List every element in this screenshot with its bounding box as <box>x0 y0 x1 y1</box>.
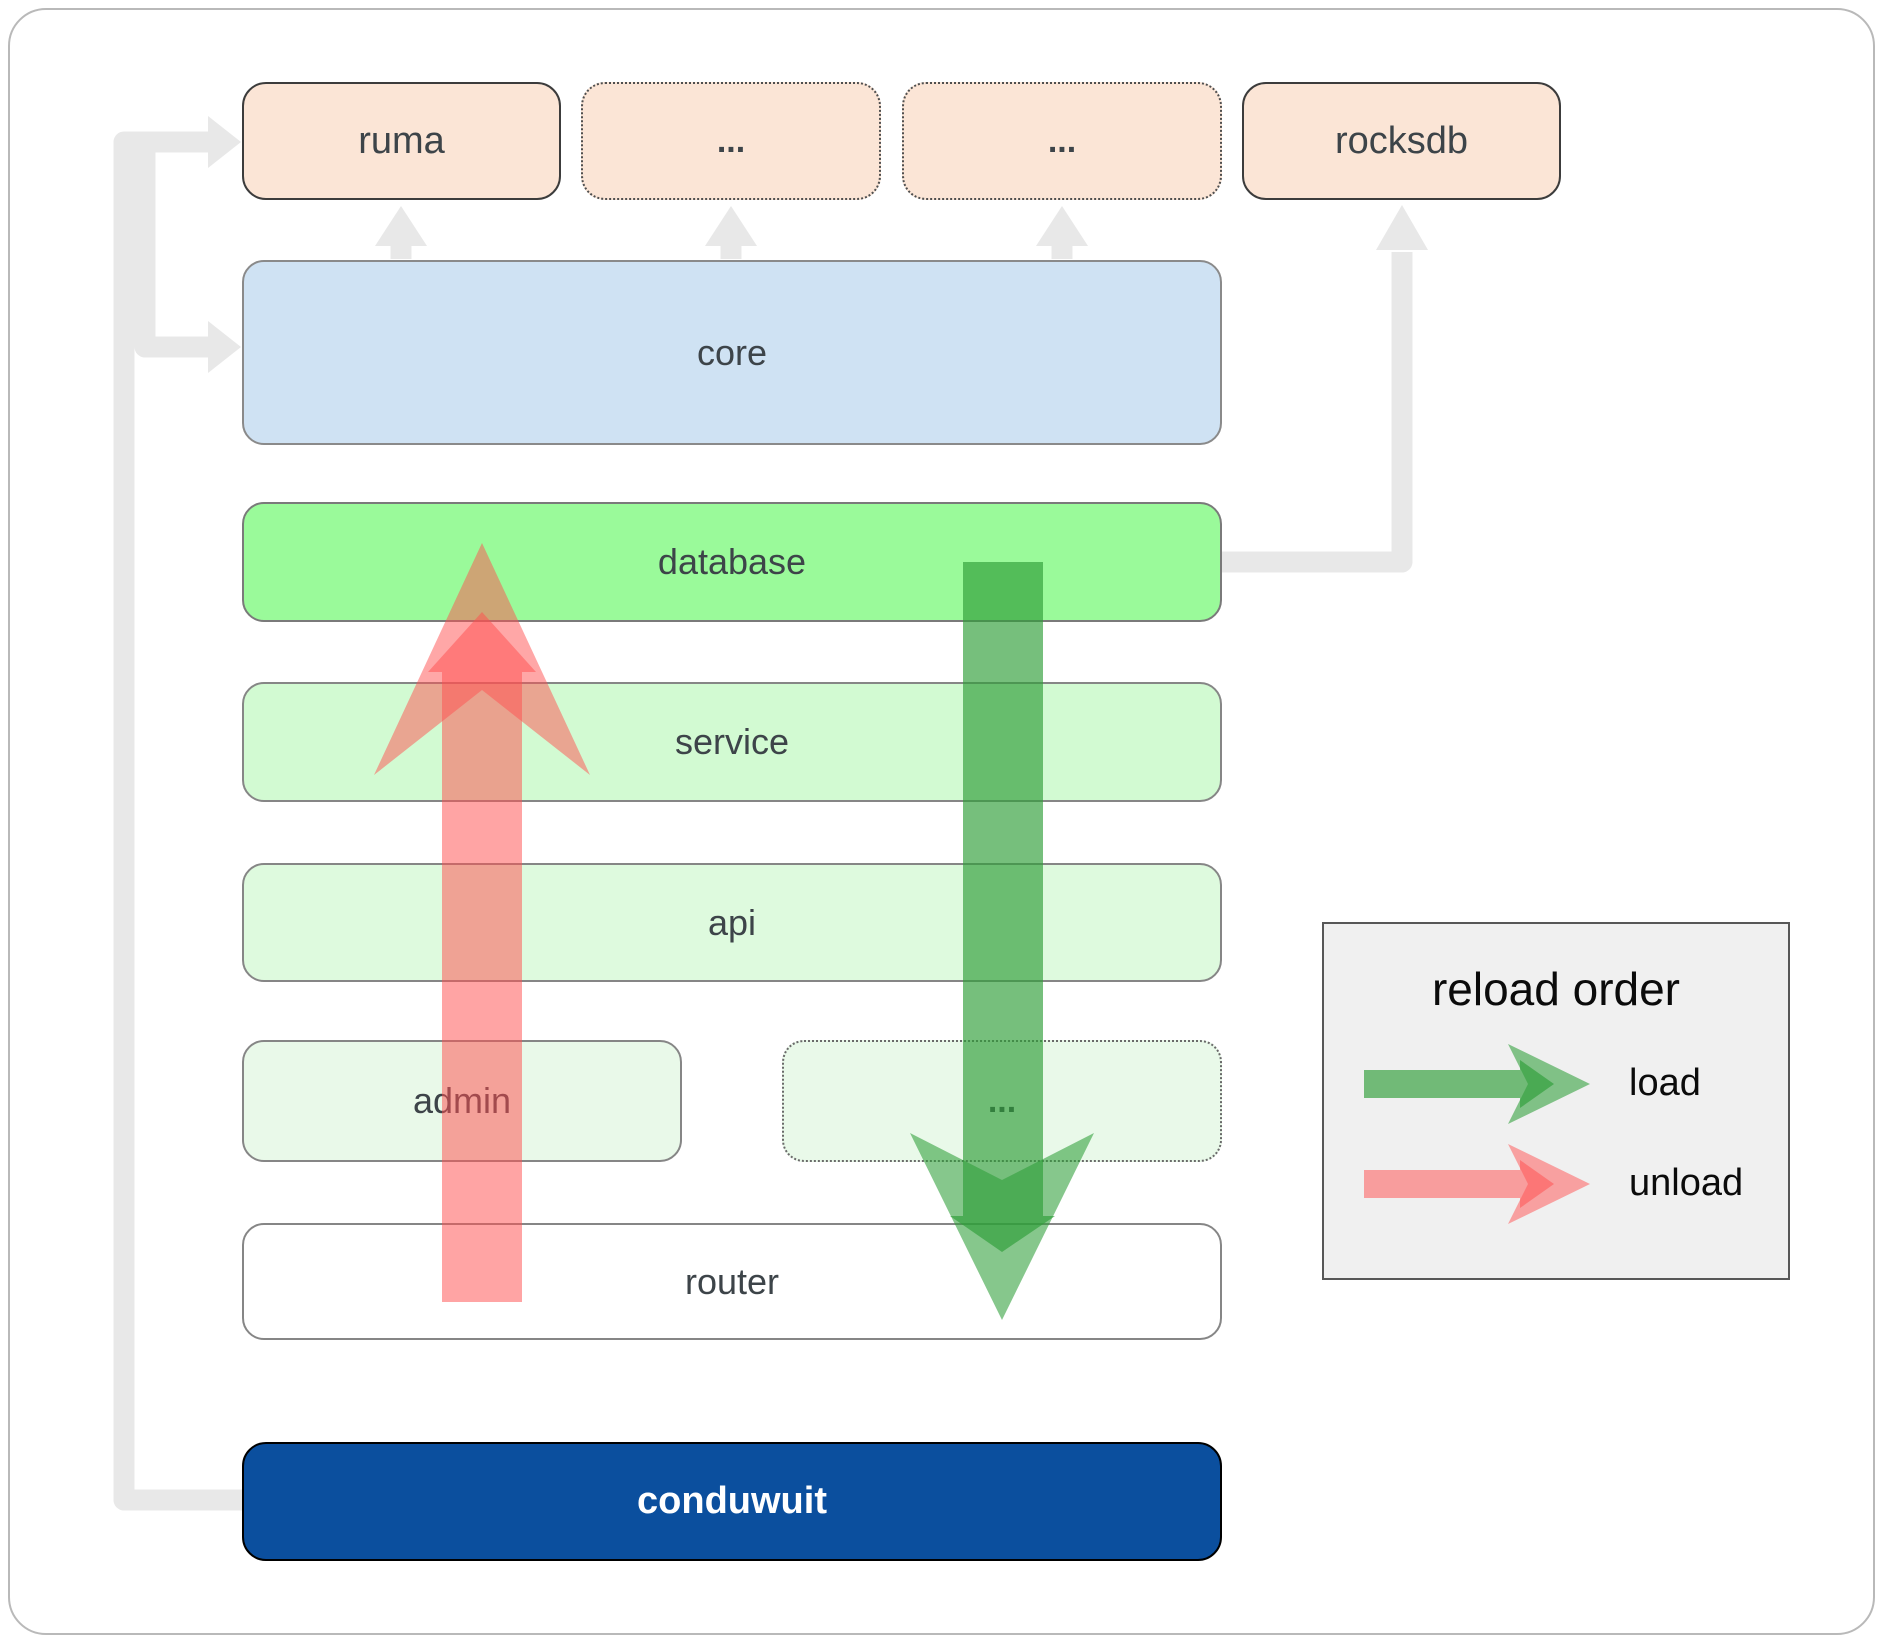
database-box: database <box>242 502 1222 622</box>
legend-load-label: load <box>1629 1062 1701 1104</box>
rocksdb-label: rocksdb <box>1334 119 1469 162</box>
admin-box: admin <box>242 1040 682 1162</box>
red-arrow-icon <box>1364 1160 1554 1208</box>
service-label: service <box>674 721 790 762</box>
legend-panel: reload order load unload <box>1322 922 1790 1280</box>
legend-title: reload order <box>1431 963 1681 1015</box>
api-box: api <box>242 863 1222 982</box>
router-box: router <box>242 1223 1222 1340</box>
database-label: database <box>657 541 807 582</box>
conduwuit-label: conduwuit <box>637 1480 827 1522</box>
ellipsis-1-label: ... <box>716 121 746 160</box>
rocksdb-box: rocksdb <box>1242 82 1561 200</box>
ellipsis-box-1: ... <box>581 82 881 200</box>
ellipsis-box-3: ... <box>782 1040 1222 1162</box>
api-label: api <box>707 901 757 943</box>
core-label: core <box>696 331 768 373</box>
ruma-label: ruma <box>358 119 445 162</box>
ellipsis-3-label: ... <box>987 1081 1017 1120</box>
ruma-box: ruma <box>242 82 561 200</box>
conduwuit-box: conduwuit <box>242 1442 1222 1561</box>
router-label: router <box>684 1260 780 1302</box>
red-arrow-head-icon <box>1508 1144 1590 1224</box>
page-border <box>8 8 1875 1635</box>
green-arrow-head-icon <box>1508 1044 1590 1124</box>
ellipsis-2-label: ... <box>1047 121 1077 160</box>
legend-unload-label: unload <box>1629 1162 1744 1204</box>
admin-label: admin <box>412 1080 512 1121</box>
green-arrow-icon <box>1364 1060 1554 1108</box>
ellipsis-box-2: ... <box>902 82 1222 200</box>
service-box: service <box>242 682 1222 802</box>
core-box: core <box>242 260 1222 445</box>
